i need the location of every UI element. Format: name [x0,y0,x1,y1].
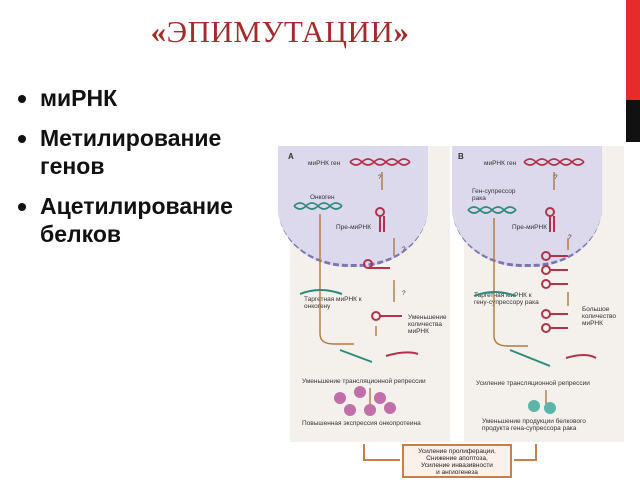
effect-line: и ангиогенеза [436,469,478,476]
label-target-mirna-a: Таргетная миРНК к онкогену [304,296,362,310]
panel-a-letter: A [288,152,294,161]
protein-icon [528,400,556,414]
effects-box: Усиление пролиферации, Снижение апоптоза… [402,444,512,478]
accent-bar-black [626,100,640,142]
label-pre-mirna-b: Пре-миРНК [512,224,547,231]
arrow-icon [319,172,395,408]
dna-helix-icon [349,158,411,166]
label-target-mirna-b: Таргетная миРНК к гену-супрессору рака [474,292,539,306]
arrow-icon [493,172,569,410]
slide-title: «ЭПИМУТАЦИИ» [150,14,410,49]
dna-helix-icon [523,158,585,166]
label-question-a3: ? [402,290,406,297]
bullet-item: Ацетилирование белков [10,192,290,248]
label-question-b1: ? [554,174,558,181]
label-oncogene: Онкоген [310,194,335,201]
figure-drawings [293,158,597,461]
mrna-strand-icon [299,289,419,363]
bullet-item: миРНК [10,84,290,112]
nucleus-a [278,146,428,267]
accent-bar-red [626,0,640,100]
label-translation-a: Уменьшение трансляционной репрессии [302,378,426,385]
label-expression-a: Повышенная экспрессия онкопротеина [302,420,421,427]
panel-b-letter: B [458,152,464,161]
label-question-b2: ? [568,234,572,241]
mrna-strand-icon [473,291,597,367]
label-question-a2: ? [402,246,406,253]
nucleus-b [452,146,602,267]
label-product-decrease: Уменьшение продукции белкового продукта … [482,418,586,432]
label-decrease-amount: Уменьшение количества миРНК [408,314,447,335]
label-increase-amount: Большое количество миРНК [582,306,617,327]
label-mirna-gene-a: миРНК ген [308,160,341,167]
label-question-a1: ? [378,174,382,181]
arrow-icon [363,444,537,461]
label-pre-mirna-a: Пре-миРНК [336,224,371,231]
hairpin-icon [363,207,402,321]
label-suppressor-gene: Ген-супрессор рака [472,188,516,202]
mirna-figure: A миРНК ген Онкоген Пре-миРНК ? ? ? Тарг… [278,146,630,480]
oncoprotein-icon [334,386,396,416]
effect-line: Усиление пролиферации, [418,448,496,455]
bullet-list: миРНК Метилирование генов Ацетилирование… [10,84,290,260]
panel-b: B миРНК ген Ген-супрессор рака Пре-миРНК… [452,146,624,442]
label-mirna-gene-b: миРНК ген [484,160,517,167]
effect-line: Усиление инвазивности [421,462,493,469]
label-translation-b: Усиление трансляционной репрессии [476,380,590,387]
bullet-item: Метилирование генов [10,124,290,180]
dna-helix-icon [293,202,343,210]
hairpin-icon [541,207,568,333]
effect-line: Снижение апоптоза, [426,455,488,462]
dna-helix-icon [467,206,517,214]
